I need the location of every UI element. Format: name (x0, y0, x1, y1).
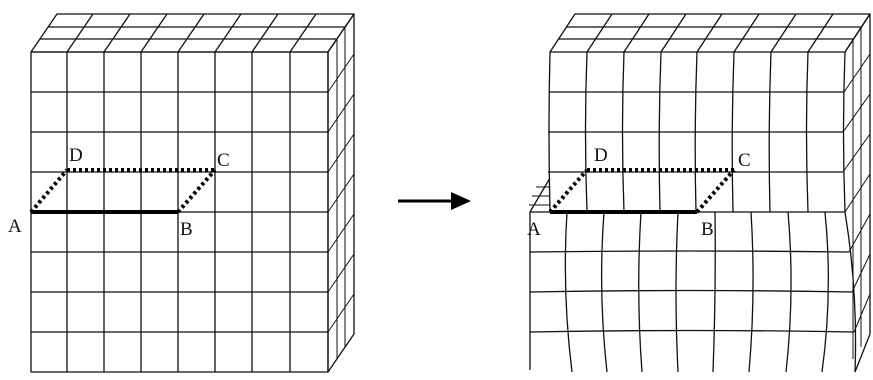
right-slip-line-bc (695, 168, 736, 214)
left-slip-line-ad (29, 168, 69, 214)
right-label-a: A (527, 219, 541, 240)
right-label-b: B (701, 219, 714, 240)
left-label-a: A (8, 216, 22, 237)
left-label-d: D (69, 145, 83, 166)
left-front-verticals (66, 52, 291, 372)
left-label-b: B (180, 219, 193, 240)
right-surface-step (529, 177, 551, 370)
right-slip-line-ad (548, 168, 589, 214)
left-slip-line-bc (176, 168, 217, 214)
right-upper-front (548, 51, 846, 213)
left-front-horizontals (31, 91, 328, 333)
right-label-c: C (738, 150, 751, 171)
left-label-c: C (217, 150, 230, 171)
left-side-face (327, 13, 355, 373)
right-side-face (842, 13, 871, 373)
left-crystal-block: A B C D (8, 13, 355, 373)
left-top-face (30, 13, 355, 53)
right-arrow-icon (398, 192, 471, 210)
right-crystal-block: A B C D (527, 13, 871, 373)
right-lower-front (529, 211, 857, 373)
right-top-face (549, 13, 871, 53)
right-label-d: D (594, 145, 608, 166)
